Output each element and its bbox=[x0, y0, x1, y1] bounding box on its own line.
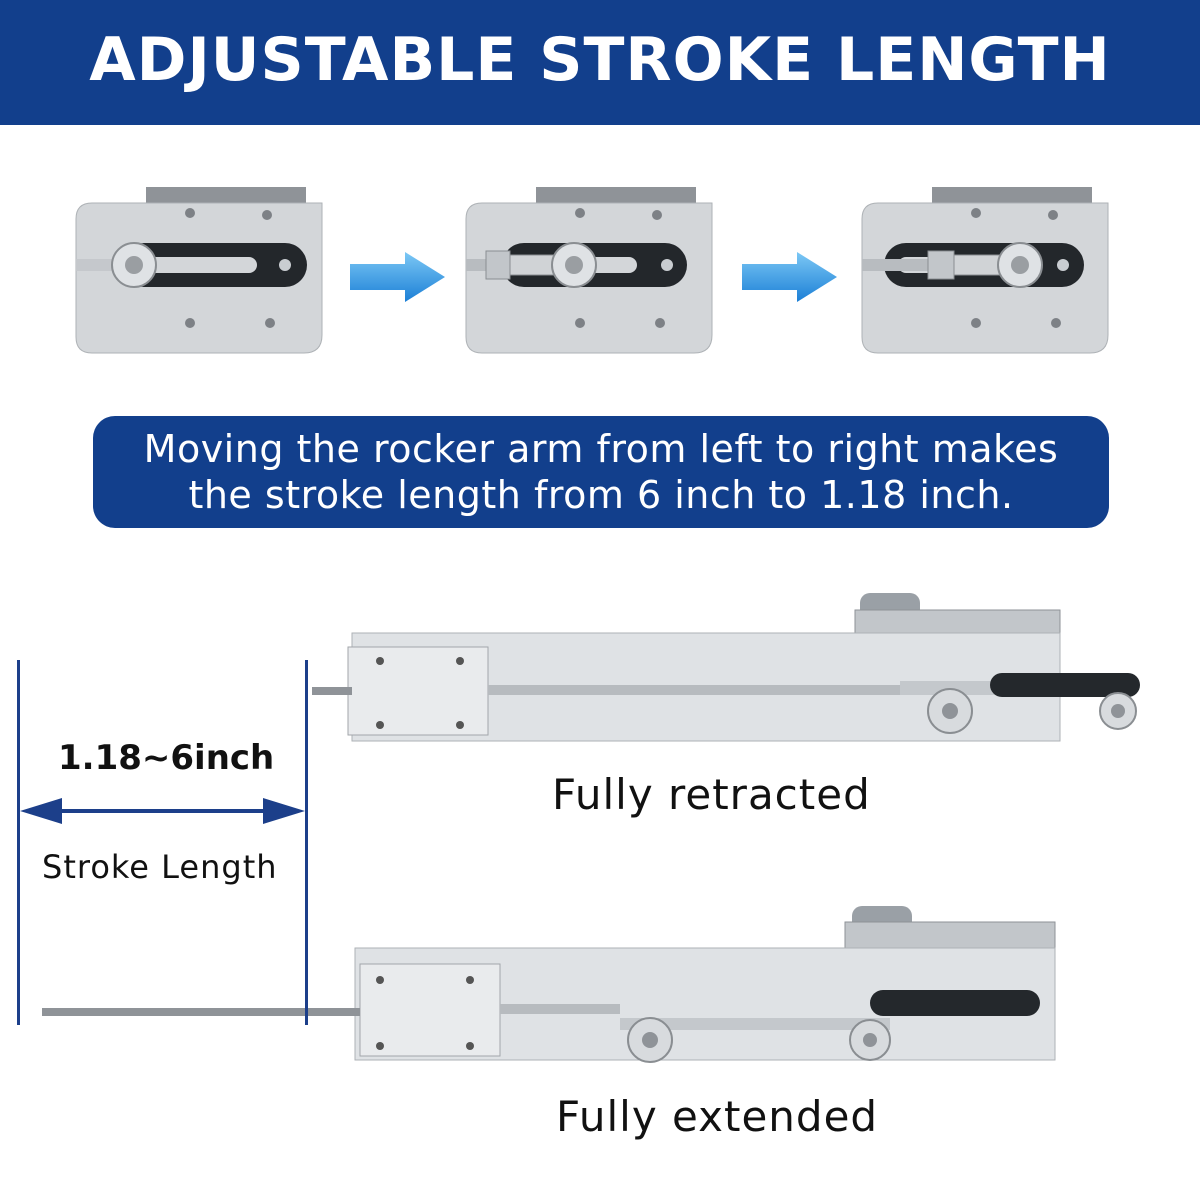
stroke-left-guide-line bbox=[17, 660, 20, 1025]
caption-fully-extended: Fully extended bbox=[556, 1092, 879, 1141]
right-arrow-icon bbox=[350, 252, 445, 302]
rocker-step-1-image bbox=[75, 187, 323, 354]
description-line-1: Moving the rocker arm from left to right… bbox=[143, 427, 1059, 471]
rocker-step-3-image bbox=[861, 187, 1109, 354]
caption-fully-retracted: Fully retracted bbox=[552, 770, 871, 819]
actuator-extended-image bbox=[42, 906, 1056, 1063]
actuator-retracted-image bbox=[312, 593, 1140, 742]
page-title: ADJUSTABLE STROKE LENGTH bbox=[89, 25, 1111, 95]
stroke-length-label: Stroke Length bbox=[42, 848, 278, 886]
description-line-2: the stroke length from 6 inch to 1.18 in… bbox=[188, 473, 1014, 517]
description-box: Moving the rocker arm from left to right… bbox=[93, 416, 1109, 528]
rocker-step-2-image bbox=[465, 187, 713, 354]
right-arrow-icon bbox=[742, 252, 837, 302]
stroke-dimension-arrow bbox=[20, 798, 305, 824]
stroke-right-guide-line bbox=[305, 660, 308, 1025]
stroke-range-value: 1.18~6inch bbox=[58, 738, 275, 778]
header-banner: ADJUSTABLE STROKE LENGTH bbox=[0, 0, 1200, 125]
